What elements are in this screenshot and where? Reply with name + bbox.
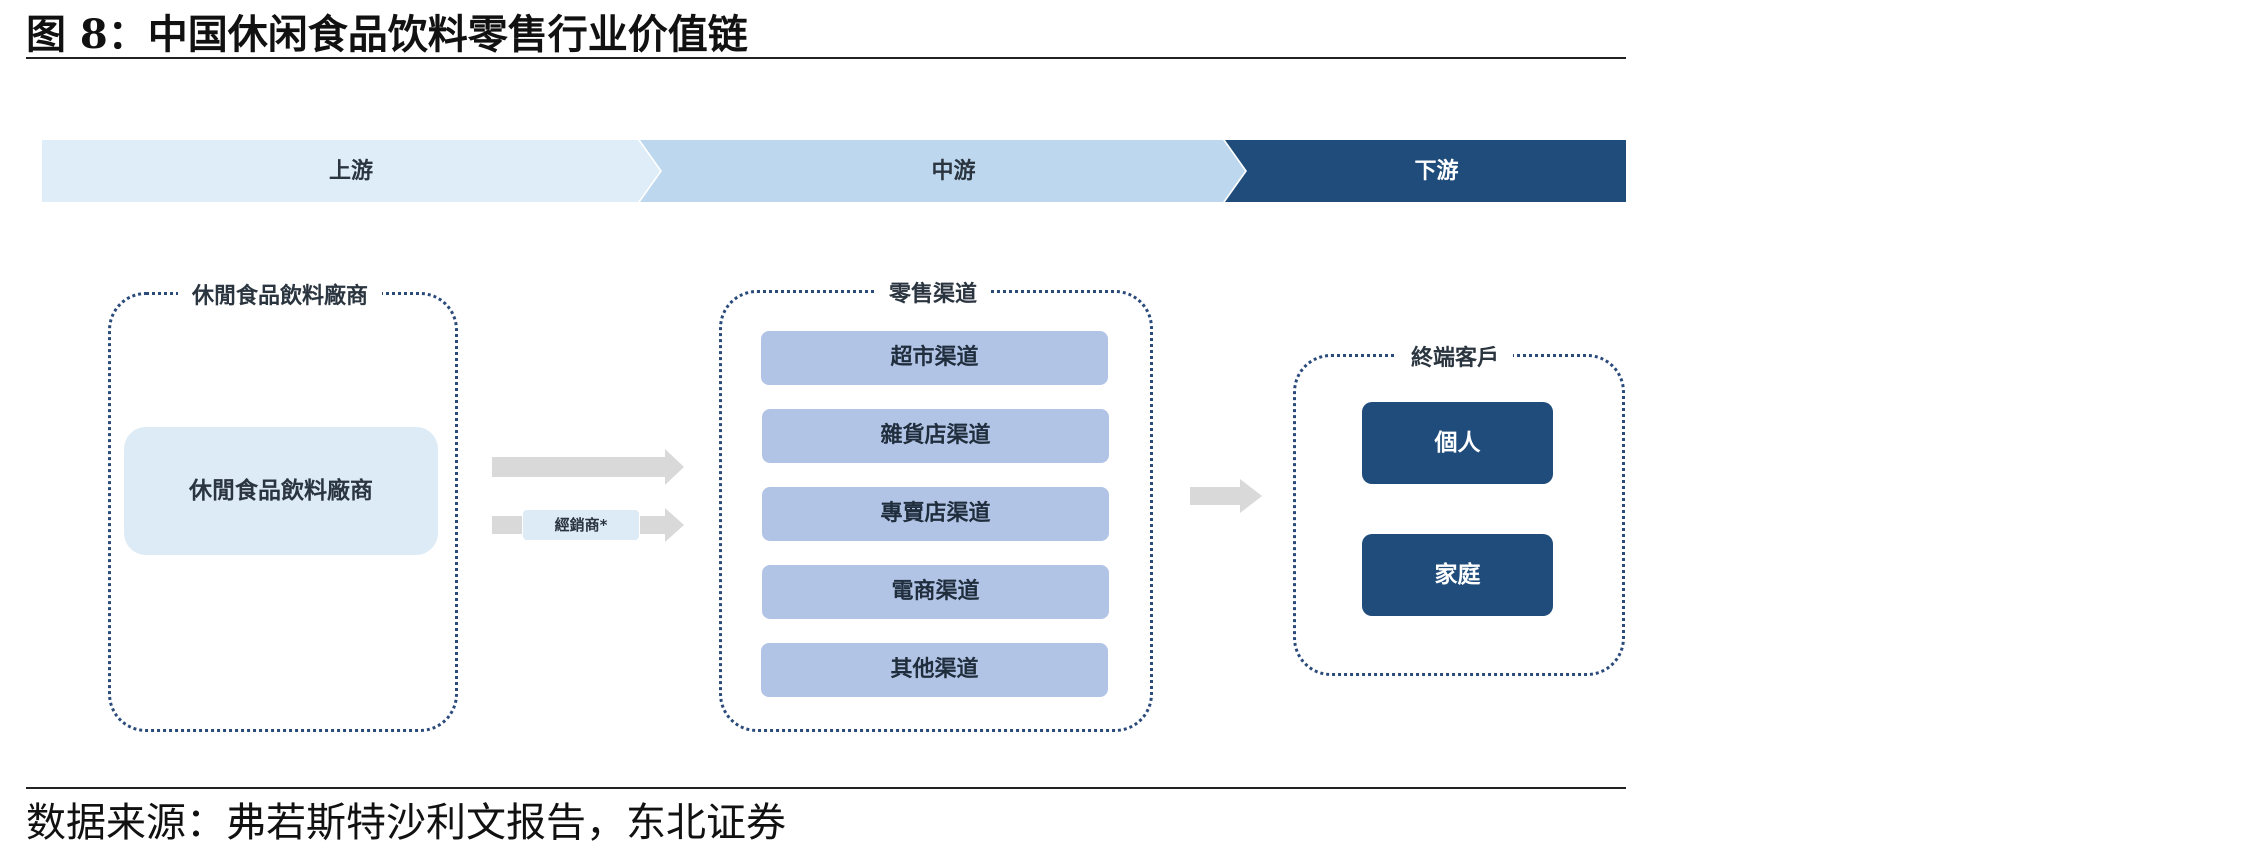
- customer-individual: 個人: [1362, 402, 1553, 484]
- figure-title: 图 8：中国休闲食品饮料零售行业价值链: [26, 11, 748, 58]
- channel-other: 其他渠道: [761, 643, 1108, 697]
- channel-specialty-store: 專賣店渠道: [762, 487, 1109, 541]
- flow-arrow-distributor-tail: [492, 516, 522, 534]
- flow-arrow-direct: [492, 449, 684, 485]
- channel-grocery-store: 雜貨店渠道: [762, 409, 1109, 463]
- channel-supermarket: 超市渠道: [761, 331, 1108, 385]
- channel-ecommerce: 電商渠道: [762, 565, 1109, 619]
- stage-label-upstream: 上游: [328, 159, 373, 184]
- flow-arrow-to-customers: [1190, 479, 1262, 513]
- upstream-group-title: 休閒食品飲料廠商: [177, 278, 383, 310]
- distributor-label: 經銷商*: [523, 510, 639, 540]
- figure-source: 数据来源：弗若斯特沙利文报告，东北证券: [26, 800, 786, 846]
- midstream-group-title: 零售渠道: [874, 276, 992, 308]
- title-rule: [26, 57, 1626, 59]
- downstream-group-title: 終端客戶: [1396, 340, 1514, 372]
- manufacturer-box: 休閒食品飲料廠商: [124, 427, 438, 555]
- flow-arrow-distributor-head: [640, 508, 684, 542]
- stage-label-midstream: 中游: [931, 159, 976, 184]
- source-rule: [26, 787, 1626, 789]
- customer-household: 家庭: [1362, 534, 1553, 616]
- stage-label-downstream: 下游: [1414, 159, 1459, 184]
